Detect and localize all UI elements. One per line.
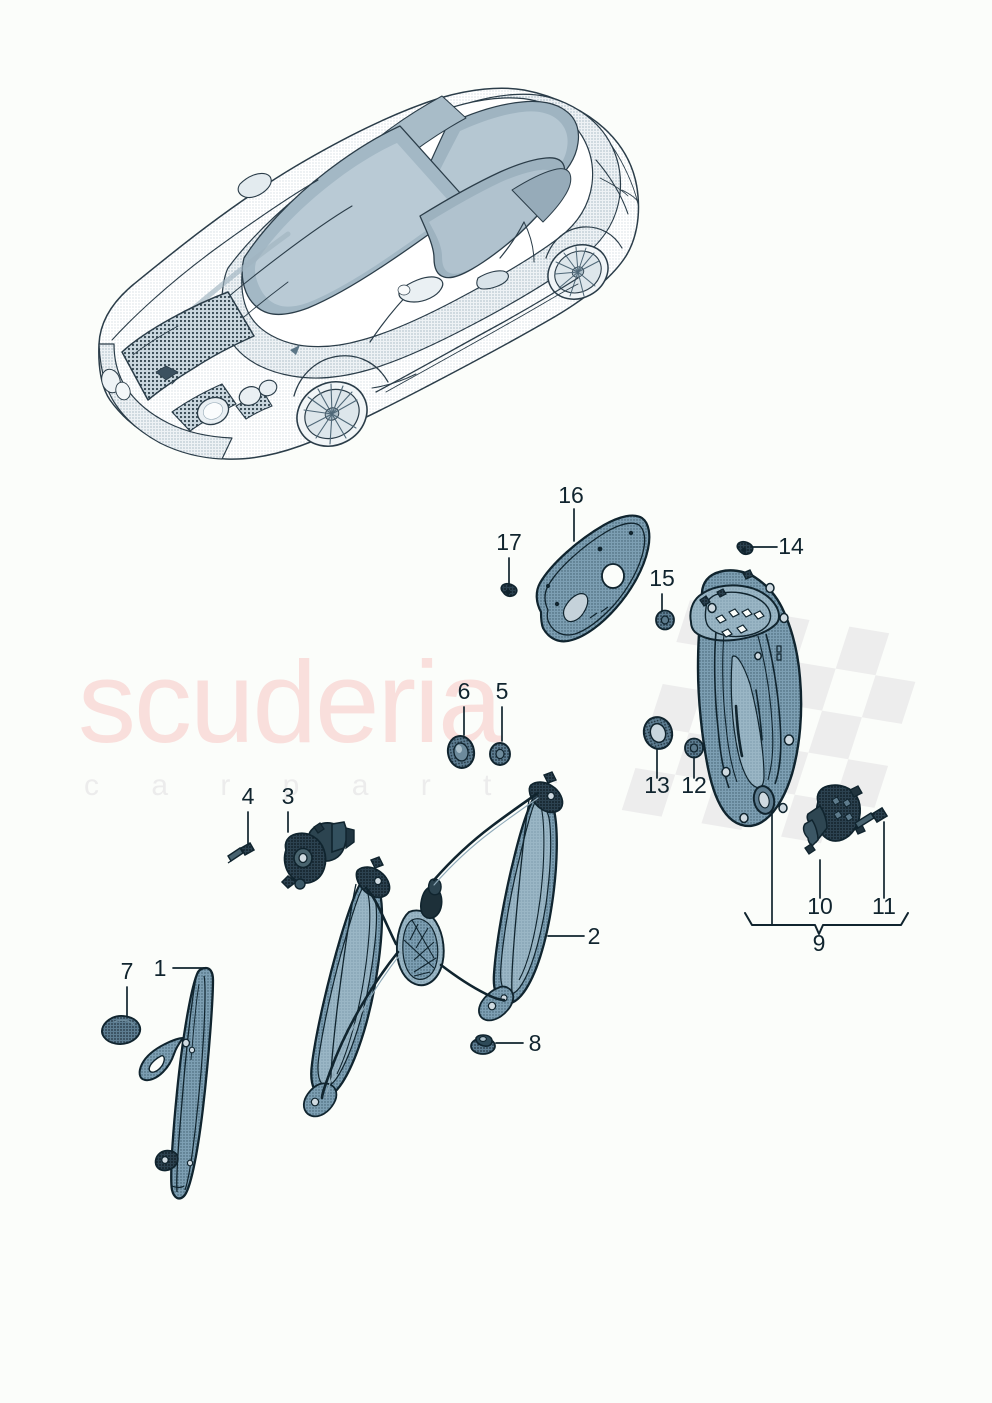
part-3-window-regulator-motor-front bbox=[280, 821, 355, 890]
callout-12: 12 bbox=[681, 772, 707, 798]
part-11-hex-bolt bbox=[853, 806, 889, 831]
callout-15: 15 bbox=[649, 565, 675, 591]
part-13-sealing-ring bbox=[642, 716, 674, 750]
part-2-window-regulator-assembly bbox=[302, 771, 564, 1118]
callout-numbers: 1 2 3 4 5 6 7 8 9 10 11 12 13 14 15 16 1… bbox=[121, 482, 896, 1056]
callout-17: 17 bbox=[496, 529, 522, 555]
part-9-door-module-carrier bbox=[689, 569, 803, 828]
part-16-door-panel-cover bbox=[535, 514, 651, 643]
part-15-washer bbox=[655, 609, 675, 631]
part-10-window-regulator-motor-rear bbox=[802, 784, 866, 855]
part-7-sealing-cap bbox=[101, 1015, 142, 1045]
watermark-scuderia: scuderia bbox=[78, 637, 503, 767]
callout-6: 6 bbox=[458, 678, 471, 704]
part-14-clip-nut bbox=[736, 540, 754, 556]
part-4-tapping-screw bbox=[227, 841, 256, 864]
part-8-hex-flange-nut bbox=[470, 1034, 496, 1055]
callout-1: 1 bbox=[154, 955, 167, 981]
callout-9: 9 bbox=[813, 930, 826, 956]
callout-3: 3 bbox=[282, 783, 295, 809]
watermark-carparts: c a r p a r t s bbox=[84, 769, 581, 802]
callout-7: 7 bbox=[121, 958, 134, 984]
callout-11: 11 bbox=[872, 893, 896, 919]
callout-2: 2 bbox=[588, 923, 601, 949]
leader-lines bbox=[126, 508, 885, 1044]
callout-16: 16 bbox=[558, 482, 584, 508]
callout-4: 4 bbox=[242, 783, 255, 809]
vehicle-illustration bbox=[98, 87, 640, 460]
part-12-washer bbox=[684, 737, 704, 759]
rear-wheel bbox=[545, 226, 623, 300]
callout-13: 13 bbox=[644, 772, 670, 798]
front-wheel bbox=[293, 355, 389, 447]
part-17-clip-nut bbox=[500, 582, 518, 598]
callout-10: 10 bbox=[807, 893, 833, 919]
part-1-window-guide-rail bbox=[138, 966, 215, 1200]
callout-8: 8 bbox=[529, 1030, 542, 1056]
callout-5: 5 bbox=[496, 678, 509, 704]
callout-14: 14 bbox=[778, 533, 804, 559]
part-5-washer bbox=[489, 742, 511, 766]
part-6-grommet bbox=[446, 735, 476, 769]
assembly-bracket-9 bbox=[744, 912, 909, 935]
